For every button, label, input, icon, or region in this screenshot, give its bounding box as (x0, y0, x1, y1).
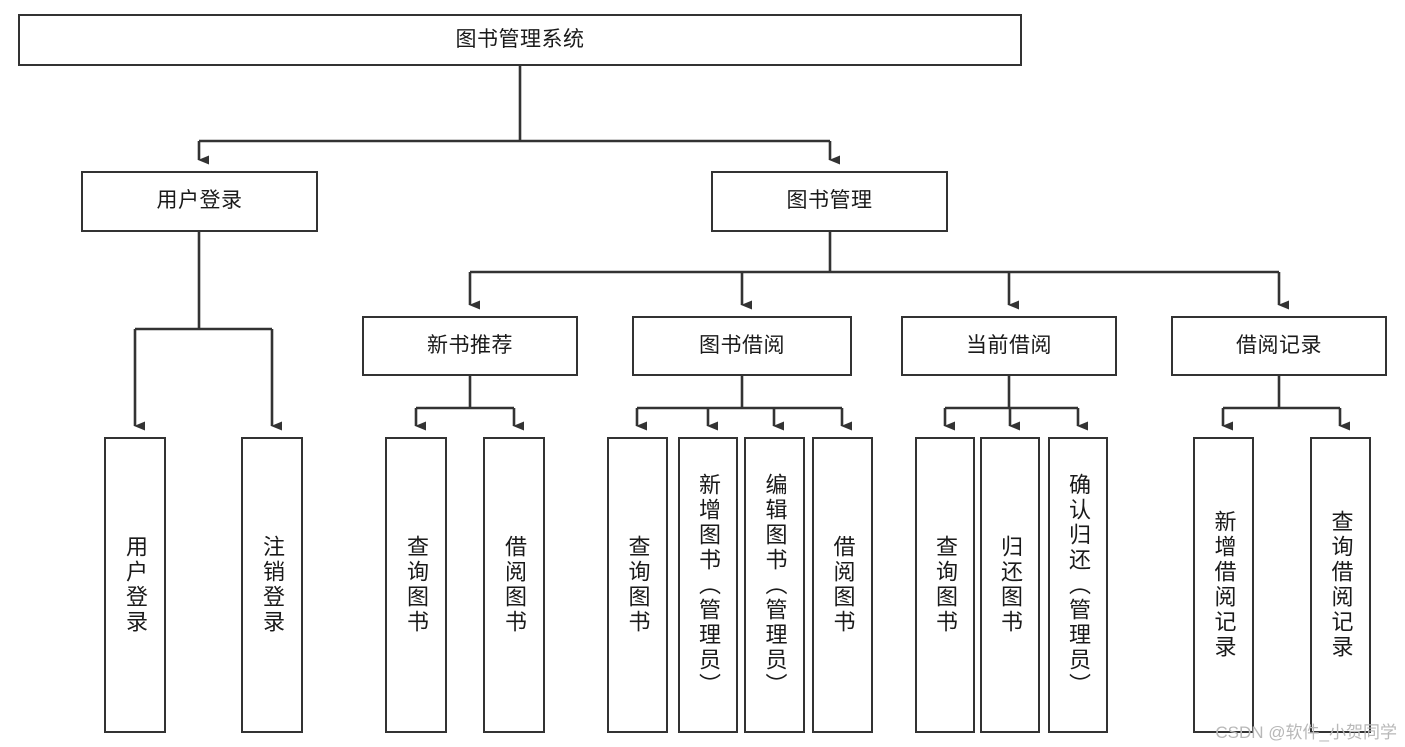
leaf-add-book-admin[interactable]: 新增图书（管理员） (678, 437, 738, 733)
leaf-add-book-admin-label: 新增图书（管理员） (696, 472, 721, 698)
node-root-label: 图书管理系统 (455, 27, 585, 51)
node-user-login[interactable]: 用户登录 (81, 171, 318, 232)
node-borrow-record[interactable]: 借阅记录 (1171, 316, 1387, 376)
leaf-query-book-borrow-label: 查询图书 (625, 535, 651, 635)
leaf-borrow-book-label: 借阅图书 (830, 535, 856, 635)
leaf-query-borrow-record[interactable]: 查询借阅记录 (1310, 437, 1371, 733)
node-new-book-recommend-label: 新书推荐 (427, 333, 513, 357)
leaf-return-book-label: 归还图书 (998, 535, 1023, 635)
leaf-query-book-current[interactable]: 查询图书 (915, 437, 975, 733)
leaf-borrow-book-newbook-label: 借阅图书 (502, 535, 527, 635)
node-current-borrow-label: 当前借阅 (966, 333, 1052, 357)
leaf-confirm-return-admin-label: 确认归还（管理员） (1066, 472, 1091, 698)
node-book-borrow-label: 图书借阅 (699, 333, 785, 357)
leaf-add-borrow-record-label: 新增借阅记录 (1211, 510, 1237, 660)
node-new-book-recommend[interactable]: 新书推荐 (362, 316, 578, 376)
leaf-query-book-newbook[interactable]: 查询图书 (385, 437, 447, 733)
leaf-add-borrow-record[interactable]: 新增借阅记录 (1193, 437, 1254, 733)
leaf-logout[interactable]: 注销登录 (241, 437, 303, 733)
leaf-confirm-return-admin[interactable]: 确认归还（管理员） (1048, 437, 1108, 733)
leaf-edit-book-admin-label: 编辑图书（管理员） (762, 472, 788, 698)
leaf-return-book[interactable]: 归还图书 (980, 437, 1040, 733)
leaf-edit-book-admin[interactable]: 编辑图书（管理员） (744, 437, 805, 733)
leaf-query-borrow-record-label: 查询借阅记录 (1328, 510, 1354, 660)
node-book-management[interactable]: 图书管理 (711, 171, 948, 232)
leaf-borrow-book-newbook[interactable]: 借阅图书 (483, 437, 545, 733)
leaf-query-book-current-label: 查询图书 (933, 535, 958, 635)
node-current-borrow[interactable]: 当前借阅 (901, 316, 1117, 376)
leaf-user-login[interactable]: 用户登录 (104, 437, 166, 733)
leaf-user-login-label: 用户登录 (123, 535, 148, 635)
node-borrow-record-label: 借阅记录 (1236, 333, 1322, 357)
node-book-borrow[interactable]: 图书借阅 (632, 316, 852, 376)
node-user-login-label: 用户登录 (156, 189, 243, 213)
leaf-borrow-book[interactable]: 借阅图书 (812, 437, 873, 733)
leaf-query-book-borrow[interactable]: 查询图书 (607, 437, 668, 733)
node-book-management-label: 图书管理 (786, 189, 873, 213)
node-root[interactable]: 图书管理系统 (18, 14, 1022, 66)
leaf-query-book-newbook-label: 查询图书 (404, 535, 429, 635)
leaf-logout-label: 注销登录 (260, 535, 285, 635)
